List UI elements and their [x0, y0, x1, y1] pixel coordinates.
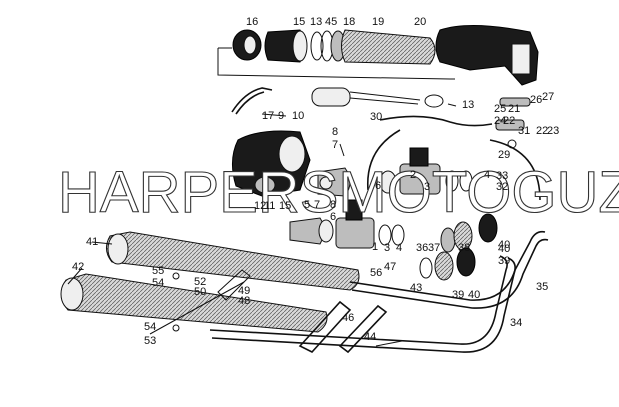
- intake-tube-part: [311, 87, 351, 107]
- part-callout-49: 49: [238, 285, 250, 297]
- breather-hose-part: [231, 87, 273, 113]
- part-callout-35: 35: [536, 281, 548, 293]
- part-callout-47: 47: [384, 261, 396, 273]
- part-callout-18: 18: [343, 16, 355, 28]
- part-callout-3: 3: [384, 242, 390, 254]
- part-callout-6: 6: [375, 180, 381, 192]
- part-callout-50: 50: [194, 286, 206, 298]
- part-callout-23: 23: [547, 125, 559, 137]
- part-callout-6: 6: [330, 211, 336, 223]
- filter-cartridge-part: [341, 29, 436, 65]
- part-callout-31: 31: [518, 125, 530, 137]
- part-callout-22: 22: [536, 125, 548, 137]
- part-callout-27: 27: [542, 91, 554, 103]
- part-callout-53: 53: [144, 335, 156, 347]
- upper-silencer: [106, 231, 360, 291]
- part-callout-39: 39: [498, 255, 510, 267]
- carburettor-lower: [289, 199, 405, 249]
- part-callout-24: 24: [494, 115, 506, 127]
- part-callout-21: 21: [508, 103, 520, 115]
- part-callout-29: 29: [498, 149, 510, 161]
- part-callout-15: 15: [279, 200, 291, 212]
- air-filter-assembly: [217, 25, 539, 86]
- part-callout-9: 9: [278, 110, 284, 122]
- fuel-line-part: [367, 129, 401, 191]
- part-callout-36: 36: [416, 242, 428, 254]
- part-callout-48: 48: [238, 295, 250, 307]
- part-callout-16: 16: [246, 16, 258, 28]
- part-callout-34: 34: [510, 317, 522, 329]
- exhaust-flanges: [419, 213, 498, 281]
- leader-lines: [67, 103, 457, 347]
- part-callout-19: 19: [372, 16, 384, 28]
- part-callout-54: 54: [152, 277, 164, 289]
- part-callout-30: 30: [370, 111, 382, 123]
- part-callout-40: 40: [498, 243, 510, 255]
- part-callout-13: 13: [310, 16, 322, 28]
- part-callout-8: 8: [330, 199, 336, 211]
- part-callout-38: 38: [458, 242, 470, 254]
- left-intake-housing: [232, 130, 351, 197]
- part-callout-17: 17: [262, 110, 274, 122]
- part-callout-8: 8: [332, 126, 338, 138]
- part-callout-20: 20: [414, 16, 426, 28]
- part-callout-41: 41: [86, 236, 98, 248]
- part-callout-22: 22: [503, 115, 515, 127]
- part-callout-52: 52: [194, 276, 206, 288]
- part-callout-32: 32: [496, 181, 508, 193]
- part-callout-26: 26: [530, 94, 542, 106]
- part-callout-56: 56: [370, 267, 382, 279]
- part-callout-40: 40: [498, 239, 510, 251]
- part-callout-33: 33: [496, 170, 508, 182]
- part-callout-7: 7: [332, 139, 338, 151]
- part-callout-7: 7: [314, 199, 320, 211]
- watermark-text: HARPERSMOTOGUZZI©: [58, 160, 619, 225]
- part-callout-44: 44: [364, 331, 376, 343]
- part-callout-54: 54: [144, 321, 156, 333]
- part-callout-13: 13: [462, 99, 474, 111]
- part-callout-4: 4: [484, 169, 490, 181]
- part-callout-4: 4: [396, 242, 402, 254]
- vent-hose-part: [379, 115, 493, 127]
- part-callout-12: 12: [254, 200, 266, 212]
- o-ring-part: [424, 94, 444, 108]
- part-callout-2: 2: [410, 169, 416, 181]
- part-callout-10: 10: [292, 110, 304, 122]
- carburettor-upper: [379, 147, 473, 195]
- part-callout-46: 46: [342, 312, 354, 324]
- lower-silencer: [60, 273, 328, 333]
- part-callout-39: 39: [452, 289, 464, 301]
- part-callout-25: 25: [494, 103, 506, 115]
- part-callout-45: 45: [325, 16, 337, 28]
- tensioner-hardware: [495, 97, 531, 149]
- exhaust-pipes: [209, 230, 549, 354]
- part-callout-3: 3: [424, 181, 430, 193]
- clamp-ring-part: [310, 31, 324, 61]
- part-callout-5: 5: [304, 199, 310, 211]
- intake-pipes: [231, 87, 493, 127]
- part-callout-37: 37: [428, 242, 440, 254]
- part-callout-1: 1: [372, 241, 378, 253]
- part-callout-15: 15: [293, 16, 305, 28]
- mount-bracket: [149, 269, 251, 335]
- part-callout-43: 43: [410, 282, 422, 294]
- part-callout-40: 40: [468, 289, 480, 301]
- part-callout-42: 42: [72, 261, 84, 273]
- part-callout-11: 11: [264, 200, 275, 212]
- part-callout-55: 55: [152, 265, 164, 277]
- fuel-line-right: [489, 139, 541, 201]
